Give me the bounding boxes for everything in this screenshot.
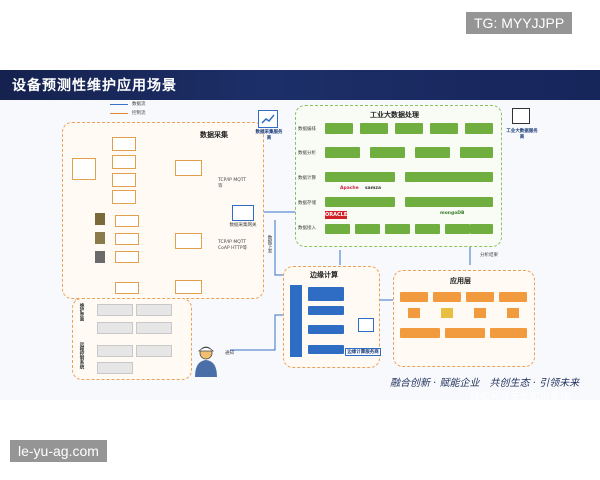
footer-slogan: 融合创新 · 赋能企业 共创生态 · 引领未来 <box>390 378 580 389</box>
row-analysis: 数据分析 <box>298 151 316 156</box>
bd-cell-12 <box>325 197 395 207</box>
edge-side-bar <box>290 285 302 357</box>
app-box-5 <box>400 328 440 338</box>
device-a <box>112 137 136 151</box>
sensor-4 <box>115 282 139 294</box>
maint-box-3 <box>97 322 133 334</box>
bd-cell-7 <box>370 147 405 158</box>
bd-cell-16 <box>385 224 410 234</box>
remote-box-3 <box>97 362 133 374</box>
bd-cell-5 <box>465 123 493 134</box>
collector-2 <box>175 233 202 249</box>
watermark-bottom: le-yu-ag.com <box>10 440 107 462</box>
bd-cell-8 <box>415 147 450 158</box>
app-icon-4 <box>507 308 519 318</box>
big-data-service: 工业大数据服务商 <box>506 129 538 140</box>
maintenance-label: 维护界面 <box>79 303 84 321</box>
bd-cell-2 <box>360 123 388 134</box>
edge-box-1 <box>308 287 344 301</box>
sensor-2 <box>115 233 139 245</box>
maint-box-1 <box>97 304 133 316</box>
legend-data-flow: 数据流 <box>132 102 146 107</box>
watermark-top: TG: MYYJJPP <box>466 12 573 34</box>
line-edge-to-device <box>230 314 290 351</box>
device-d <box>112 190 136 204</box>
protocols-bottom: TCP/IP MQTT CoAP HTTP等 <box>218 240 248 251</box>
brand-mongodb: mongoDB <box>440 211 465 216</box>
app-box-1 <box>400 292 428 302</box>
warning-icon <box>441 308 453 318</box>
chart-icon <box>258 110 278 128</box>
device-c <box>112 173 136 187</box>
app-icon-3 <box>474 308 486 318</box>
sensor-1 <box>115 215 139 227</box>
bd-cell-4 <box>430 123 458 134</box>
bd-cell-13 <box>405 197 493 207</box>
row-storage: 数据存储 <box>298 201 316 206</box>
big-data-title: 工业大数据处理 <box>370 111 419 119</box>
app-box-6 <box>445 328 485 338</box>
brand-apache: Apache <box>340 186 359 191</box>
bd-cell-18 <box>445 224 470 234</box>
edge-box-2 <box>308 306 344 315</box>
legend-line-data <box>110 104 128 105</box>
gateway-box <box>232 205 254 221</box>
app-box-7 <box>490 328 527 338</box>
remote-box-2 <box>136 345 172 357</box>
edge-icon <box>358 318 374 332</box>
app-box-2 <box>433 292 461 302</box>
bd-cell-10 <box>325 172 395 182</box>
collector-3 <box>175 280 202 294</box>
bd-cell-14 <box>325 224 350 234</box>
plc-block <box>72 158 96 180</box>
down-data-label: 数据下发 <box>267 235 272 253</box>
data-collection-panel <box>62 122 264 299</box>
bd-cell-19 <box>470 224 493 234</box>
remote-box-1 <box>97 345 133 357</box>
device-b <box>112 155 136 169</box>
edge-title: 边缘计算 <box>310 271 338 279</box>
row-compute: 数据计算 <box>298 176 316 181</box>
page-title: 设备预测性维护应用场景 <box>12 78 177 94</box>
source-watermark: 搜狐号@无忧知识星球 <box>470 392 570 403</box>
app-box-3 <box>466 292 494 302</box>
app-layer-title: 应用层 <box>450 277 471 285</box>
brand-samza: samza <box>365 186 382 191</box>
doc-icon <box>95 213 105 225</box>
app-icon-1 <box>408 308 420 318</box>
protocols-top: TCP/IP MQTT等 <box>218 178 247 189</box>
bd-cell-3 <box>395 123 423 134</box>
bd-cell-17 <box>415 224 440 234</box>
notify-label: 通知 <box>225 351 234 356</box>
sensor-3 <box>115 251 139 263</box>
table-icon <box>95 251 105 263</box>
maint-box-4 <box>136 322 172 334</box>
gateway-label: 数据采集网关 <box>229 223 257 228</box>
analysis-results-label: 分析结果 <box>480 253 498 258</box>
bd-cell-1 <box>325 123 353 134</box>
worker-icon <box>195 346 217 377</box>
edge-box-4 <box>308 345 344 354</box>
app-box-4 <box>499 292 527 302</box>
bd-cell-15 <box>355 224 380 234</box>
data-collection-service: 数据采集服务商 <box>255 130 283 141</box>
monitor-icon <box>512 108 530 124</box>
title-banner <box>0 70 600 100</box>
maint-box-2 <box>136 304 172 316</box>
edge-service: 边缘计算服务商 <box>345 348 381 356</box>
bd-cell-6 <box>325 147 360 158</box>
collector-1 <box>175 160 202 176</box>
remote-control-label: 远程控制系统 <box>79 342 84 369</box>
camera-icon <box>95 232 105 244</box>
row-orchestration: 数据编排 <box>298 127 316 132</box>
data-collection-title: 数据采集 <box>200 131 228 139</box>
legend-control-flow: 控制流 <box>132 111 146 116</box>
app-layer-panel <box>393 270 535 367</box>
bd-cell-11 <box>405 172 493 182</box>
row-access: 数据接入 <box>298 226 316 231</box>
brand-oracle: ORACLE <box>325 211 348 219</box>
edge-box-3 <box>308 325 344 334</box>
bd-cell-9 <box>460 147 493 158</box>
legend-line-control <box>110 113 128 114</box>
